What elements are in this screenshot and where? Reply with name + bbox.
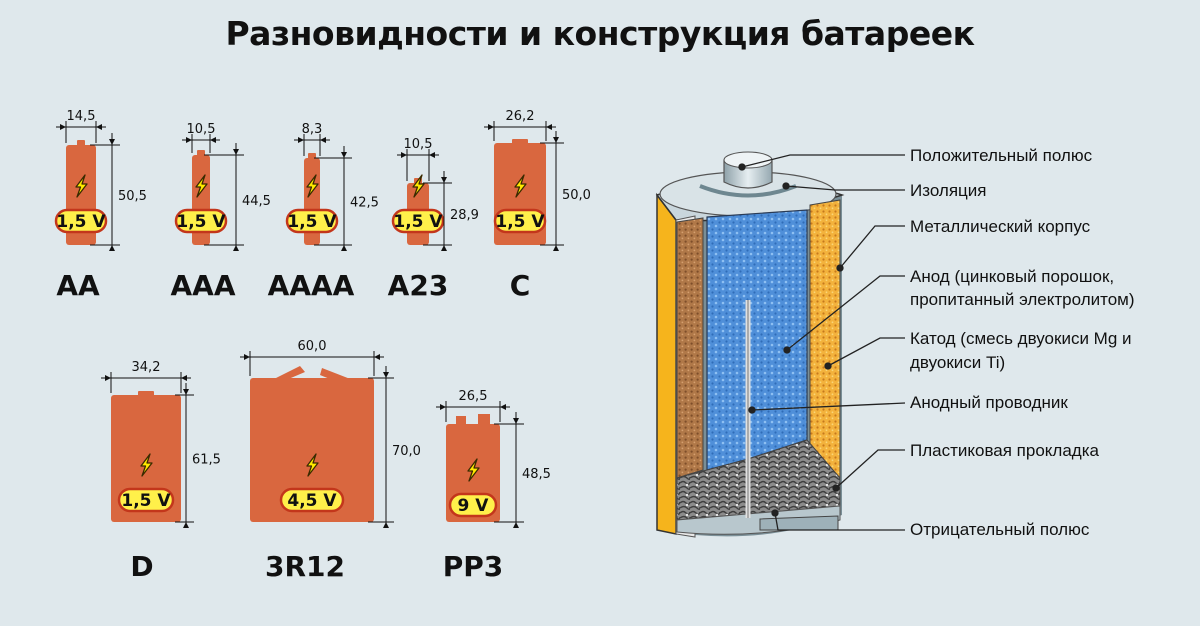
- callout-anode-line-2: пропитанный электролитом): [910, 290, 1135, 309]
- voltage-label: 9 V: [458, 496, 490, 516]
- voltage-badge: [279, 487, 345, 513]
- battery-name-label: AA: [56, 269, 100, 302]
- voltage-label: 1,5 V: [176, 212, 226, 232]
- battery-terminal: [456, 416, 466, 425]
- width-dimension-value: 34,2: [132, 360, 161, 375]
- callout-cathode-line-1: Катод (смесь двуокиси Mg и: [910, 329, 1132, 348]
- battery-name-label: C: [510, 269, 531, 302]
- leader-line: [835, 449, 905, 489]
- leader-dot: [782, 182, 790, 190]
- leader-line: [774, 512, 905, 531]
- leader-dot: [836, 264, 844, 272]
- leader-line: [786, 275, 905, 351]
- dimension-arrows: [186, 137, 216, 143]
- height-dimension-value: 50,5: [118, 189, 147, 204]
- leader-dot: [783, 346, 791, 354]
- voltage-badge: [54, 208, 108, 234]
- voltage-label: 1,5 V: [121, 491, 171, 511]
- leader-dot: [832, 484, 840, 492]
- width-dimension-value: 26,5: [459, 389, 488, 404]
- battery-terminal: [197, 150, 205, 156]
- leader-line: [741, 154, 905, 168]
- battery-aa: 1,5 V 14,5 50,5AA: [54, 109, 147, 302]
- callout-anode-conductor: Анодный проводник: [910, 393, 1068, 412]
- voltage-badge: [448, 492, 498, 518]
- leader-dot: [748, 406, 756, 414]
- leader-dot: [738, 163, 746, 171]
- voltage-badge: [117, 487, 175, 513]
- callout-anode-line-1: Анод (цинковый порошок,: [910, 267, 1115, 286]
- leader-line: [839, 225, 905, 269]
- voltage-badge: [285, 208, 339, 234]
- height-dimension-value: 50,0: [562, 188, 591, 203]
- battery-name-label: A23: [388, 269, 449, 302]
- callout-metal-casing: Металлический корпус: [910, 217, 1091, 236]
- battery-d: 1,5 V 34,2 61,5D: [101, 360, 221, 583]
- voltage-badge: [174, 208, 228, 234]
- battery-terminal: [512, 139, 528, 144]
- voltage-label: 4,5 V: [287, 491, 337, 511]
- height-dimension-value: 61,5: [192, 453, 221, 468]
- battery-name-label: 3R12: [265, 550, 345, 583]
- callout-negative-terminal: Отрицательный полюс: [910, 520, 1090, 539]
- height-dimension-value: 48,5: [522, 467, 551, 482]
- voltage-badge: [391, 208, 445, 234]
- dimension-arrows: [298, 137, 326, 143]
- voltage-label: 1,5 V: [393, 212, 443, 232]
- voltage-badge: [493, 208, 547, 234]
- battery-terminal: [138, 391, 154, 396]
- callout-plastic-gasket: Пластиковая прокладка: [910, 441, 1099, 460]
- leader-line: [785, 185, 905, 191]
- width-dimension-value: 26,2: [506, 109, 535, 124]
- voltage-label: 1,5 V: [495, 212, 545, 232]
- height-dimension-value: 42,5: [350, 196, 379, 211]
- height-dimension-value: 28,9: [450, 208, 479, 223]
- width-dimension-value: 10,5: [404, 137, 433, 152]
- battery-terminal: [478, 414, 490, 425]
- voltage-label: 1,5 V: [56, 212, 106, 232]
- callout-cathode-line-2: двуокиси Ti): [910, 353, 1006, 372]
- battery-3r12: 4,5 V 60,0 70,0 3R12: [240, 339, 421, 583]
- width-dimension-value: 8,3: [302, 122, 323, 137]
- callout-insulation: Изоляция: [910, 181, 987, 200]
- leader-dot: [824, 362, 832, 370]
- height-dimension-value: 44,5: [242, 194, 271, 209]
- battery-terminal: [77, 140, 85, 146]
- width-dimension-value: 60,0: [298, 339, 327, 354]
- battery-name-label: AAAA: [268, 269, 355, 302]
- battery-name-label: D: [130, 550, 153, 583]
- voltage-label: 1,5 V: [287, 212, 337, 232]
- battery-name-label: AAA: [170, 269, 235, 302]
- page-title: Разновидности и конструкция батареек: [225, 14, 975, 53]
- leader-line: [751, 402, 906, 411]
- battery-name-label: PP3: [443, 550, 504, 583]
- width-dimension-value: 10,5: [187, 122, 216, 137]
- battery-body: [250, 378, 374, 522]
- height-dimension-value: 70,0: [392, 444, 421, 459]
- leader-line: [827, 337, 905, 367]
- width-dimension-value: 14,5: [67, 109, 96, 124]
- callout-positive-terminal: Положительный полюс: [910, 146, 1093, 165]
- leader-dot: [771, 509, 779, 517]
- battery-c: 1,5 V 26,2 50,0C: [484, 109, 591, 302]
